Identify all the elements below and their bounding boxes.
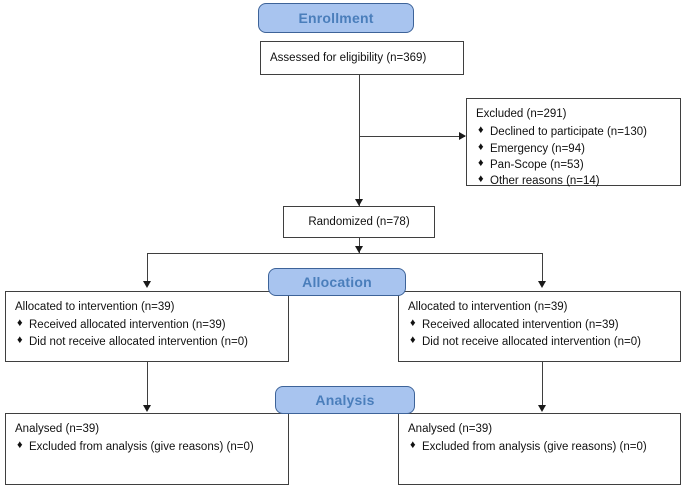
list-item: ♦ Pan-Scope (n=53) [476, 157, 671, 173]
stage-header-analysis-label: Analysis [315, 392, 375, 408]
bullet-icon: ♦ [478, 173, 484, 186]
arrowhead-into-excluded [459, 132, 466, 140]
node-assessed-for-eligibility: Assessed for eligibility (n=369) [260, 41, 464, 75]
stage-header-enrollment-label: Enrollment [298, 10, 374, 26]
connector-trunk-to-excluded [359, 136, 465, 138]
list-item-label: Pan-Scope (n=53) [490, 158, 584, 171]
connector-allocation-left-drop [147, 253, 149, 283]
node-excluded-title: Excluded (n=291) [476, 108, 567, 120]
connector-randomized-down [359, 238, 361, 253]
node-randomized: Randomized (n=78) [283, 206, 435, 238]
list-item: ♦ Declined to participate (n=130) [476, 124, 671, 140]
list-item: ♦ Did not receive allocated intervention… [408, 334, 671, 350]
list-item-label: Emergency (n=94) [490, 142, 585, 155]
list-item: ♦ Received allocated intervention (n=39) [15, 317, 279, 333]
bullet-icon: ♦ [410, 439, 416, 452]
list-item-label: Did not receive allocated intervention (… [29, 335, 248, 348]
stage-header-enrollment: Enrollment [258, 3, 414, 33]
bullet-icon: ♦ [17, 317, 23, 330]
list-item: ♦ Excluded from analysis (give reasons) … [15, 439, 279, 455]
list-item: ♦ Emergency (n=94) [476, 141, 671, 157]
node-allocation-left-list: ♦ Received allocated intervention (n=39)… [15, 317, 279, 350]
list-item: ♦ Other reasons (n=14) [476, 173, 671, 189]
list-item-label: Did not receive allocated intervention (… [422, 335, 641, 348]
stage-header-allocation-label: Allocation [302, 274, 372, 290]
arrowhead-randomized-split [355, 246, 363, 253]
list-item: ♦ Received allocated intervention (n=39) [408, 317, 671, 333]
list-item-label: Excluded from analysis (give reasons) (n… [29, 441, 254, 454]
node-analysis-right: Analysed (n=39) ♦ Excluded from analysis… [398, 413, 681, 485]
arrowhead-into-analysis-left [143, 405, 151, 412]
list-item: ♦ Excluded from analysis (give reasons) … [408, 439, 671, 455]
bullet-icon: ♦ [478, 140, 484, 153]
node-analysis-right-list: ♦ Excluded from analysis (give reasons) … [408, 439, 671, 455]
list-item-label: Other reasons (n=14) [490, 175, 600, 188]
node-randomized-title: Randomized (n=78) [308, 215, 410, 228]
arrowhead-into-randomized [355, 199, 363, 206]
list-item-label: Received allocated intervention (n=39) [422, 319, 619, 332]
node-assessed-title: Assessed for eligibility (n=369) [270, 51, 427, 64]
node-allocation-right: Allocated to intervention (n=39) ♦ Recei… [398, 291, 681, 362]
list-item-label: Declined to participate (n=130) [490, 126, 647, 139]
connector-allocation-right-drop [542, 253, 544, 283]
node-allocation-left-title: Allocated to intervention (n=39) [15, 301, 175, 313]
bullet-icon: ♦ [17, 439, 23, 452]
node-analysis-right-title: Analysed (n=39) [408, 423, 493, 435]
list-item-label: Received allocated intervention (n=39) [29, 319, 226, 332]
connector-assessed-to-randomized [359, 75, 361, 207]
stage-header-allocation: Allocation [268, 268, 406, 296]
bullet-icon: ♦ [410, 333, 416, 346]
bullet-icon: ♦ [478, 124, 484, 137]
node-analysis-left: Analysed (n=39) ♦ Excluded from analysis… [5, 413, 289, 485]
node-analysis-left-title: Analysed (n=39) [15, 423, 100, 435]
bullet-icon: ♦ [17, 333, 23, 346]
bullet-icon: ♦ [478, 156, 484, 169]
list-item: ♦ Did not receive allocated intervention… [15, 334, 279, 350]
bullet-icon: ♦ [410, 317, 416, 330]
arrowhead-into-allocation-right [538, 281, 546, 288]
stage-header-analysis: Analysis [275, 386, 415, 414]
node-analysis-left-list: ♦ Excluded from analysis (give reasons) … [15, 439, 279, 455]
connector-allocation-right-to-analysis-right [542, 362, 544, 407]
node-allocation-left: Allocated to intervention (n=39) ♦ Recei… [5, 291, 289, 362]
node-excluded: Excluded (n=291) ♦ Declined to participa… [466, 98, 681, 189]
arrowhead-into-analysis-right [538, 405, 546, 412]
node-allocation-right-list: ♦ Received allocated intervention (n=39)… [408, 317, 671, 350]
node-excluded-list: ♦ Declined to participate (n=130) ♦ Emer… [476, 124, 671, 189]
list-item-label: Excluded from analysis (give reasons) (n… [422, 441, 647, 454]
connector-allocation-split-bar [147, 253, 543, 255]
node-allocation-right-title: Allocated to intervention (n=39) [408, 301, 568, 313]
arrowhead-into-allocation-left [143, 281, 151, 288]
connector-allocation-left-to-analysis-left [147, 362, 149, 407]
